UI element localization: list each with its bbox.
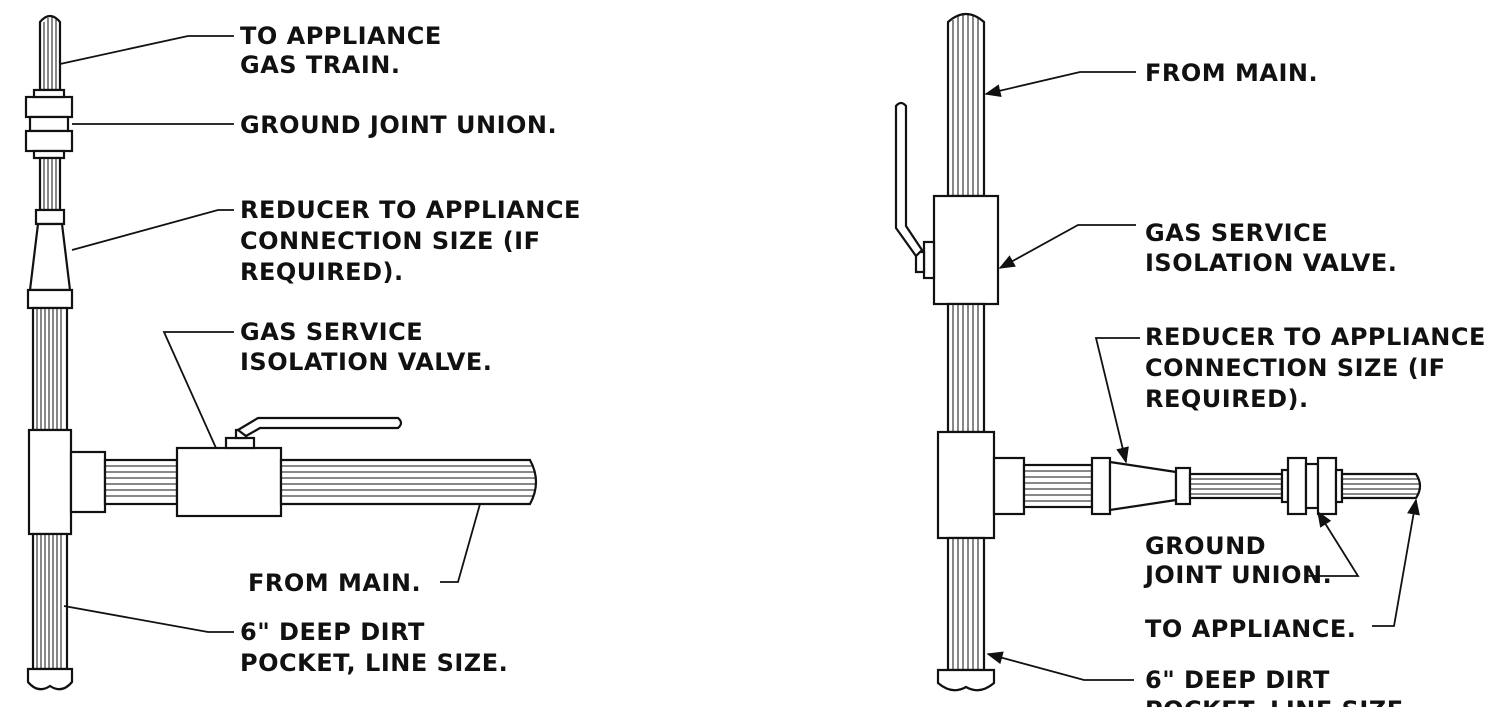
left-leaders (59, 35, 481, 633)
left-detail: TO APPLIANCE GAS TRAIN. GROUND JOINT UNI… (24, 14, 590, 691)
right-tee (936, 430, 1026, 540)
right-detail: FROM MAIN. GAS SERVICE ISOLATION VALVE. … (894, 12, 1489, 707)
label-ground-joint-union-right: GROUND JOINT UNION. (1143, 532, 1332, 589)
left-top-pipe (38, 14, 62, 92)
label-gas-service-isolation-valve: GAS SERVICE ISOLATION VALVE. (240, 318, 492, 376)
label-to-appliance-right: TO APPLIANCE. (1145, 615, 1356, 643)
label-reducer: REDUCER TO APPLIANCE CONNECTION SIZE (IF… (240, 196, 590, 286)
right-top-pipe (946, 12, 986, 198)
right-horizontal-pipe-a (1022, 463, 1094, 509)
left-reducer (26, 208, 74, 310)
left-labels: TO APPLIANCE GAS TRAIN. GROUND JOINT UNI… (240, 22, 590, 677)
label-from-main-right: FROM MAIN. (1145, 59, 1318, 87)
right-dirt-pocket (936, 536, 996, 692)
label-dirt-pocket-right: 6" DEEP DIRT POCKET, LINE SIZE. (1145, 666, 1413, 707)
left-vertical-pipe (31, 306, 69, 432)
label-reducer-right: REDUCER TO APPLIANCE CONNECTION SIZE (IF… (1145, 323, 1489, 413)
left-horizontal-pipe-a (103, 458, 179, 506)
label-to-appliance-gas-train: TO APPLIANCE GAS TRAIN. (240, 22, 451, 79)
left-isolation-valve (175, 416, 403, 518)
label-dirt-pocket: 6" DEEP DIRT POCKET, LINE SIZE. (240, 618, 508, 677)
right-small-pipe-b (1340, 472, 1422, 500)
label-gas-service-isolation-valve-right: GAS SERVICE ISOLATION VALVE. (1145, 219, 1397, 277)
right-isolation-valve (894, 101, 1000, 306)
right-reducer (1090, 456, 1192, 516)
left-dirt-pocket (26, 532, 74, 691)
label-ground-joint-union: GROUND JOINT UNION. (240, 111, 557, 139)
right-labels: FROM MAIN. GAS SERVICE ISOLATION VALVE. … (1143, 59, 1489, 707)
left-horizontal-pipe-b (279, 458, 538, 506)
right-ground-joint-union (1280, 456, 1344, 516)
left-upper-small-pipe (38, 156, 62, 212)
right-small-pipe-a (1188, 472, 1284, 500)
left-ground-joint-union (24, 88, 74, 160)
label-from-main: FROM MAIN. (248, 569, 421, 597)
right-vertical-pipe (946, 302, 986, 434)
right-leaders (984, 71, 1420, 681)
left-tee (27, 428, 107, 536)
